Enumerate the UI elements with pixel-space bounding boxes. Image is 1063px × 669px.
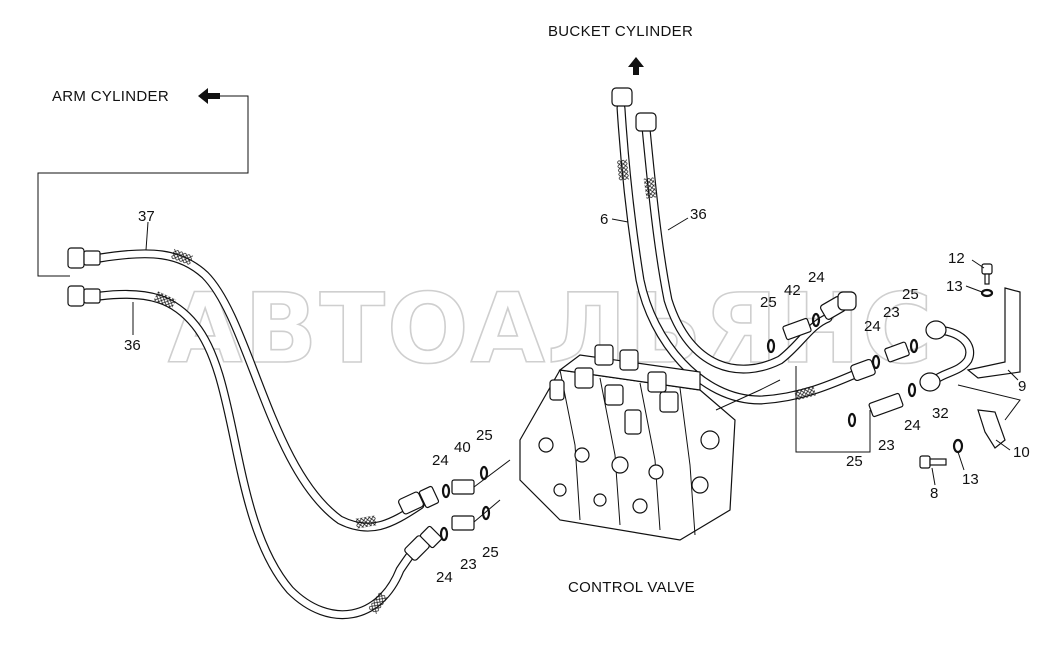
- leader-left-upper: [473, 459, 511, 488]
- arm-leader-line: [37, 95, 249, 277]
- hose-end-36-right: [819, 291, 857, 320]
- control-valve-body: [519, 344, 736, 541]
- clamp-10: [977, 409, 1006, 449]
- hose-6: [616, 103, 865, 405]
- hose-end-37-valve: [398, 485, 440, 515]
- part-label-6: 6: [600, 211, 608, 228]
- o-ring-25-left-upper: [479, 465, 489, 481]
- leader-right-box: [795, 366, 871, 453]
- part-label-9: 9: [1018, 378, 1026, 395]
- arm-cylinder-title: ARM CYLINDER: [52, 88, 169, 105]
- washer-13-upper: [980, 288, 994, 298]
- leader-left-lower: [473, 499, 501, 523]
- adapter-40: [451, 479, 475, 495]
- part-label-23-left: 23: [460, 556, 477, 573]
- part-label-24-mid: 24: [864, 318, 881, 335]
- part-label-23-lower: 23: [878, 437, 895, 454]
- bolt-8: [919, 455, 947, 469]
- o-ring-25-left-lower: [481, 505, 491, 521]
- leader-valve-upper: [715, 379, 781, 411]
- watermark-text: АВТОАЛЬЯНС: [168, 273, 934, 385]
- adapter-23-right-lower: [868, 392, 904, 418]
- bolt-12: [981, 263, 993, 285]
- part-label-13-lower: 13: [962, 471, 979, 488]
- label-leaders: [132, 217, 1019, 486]
- part-label-42: 42: [784, 282, 801, 299]
- o-ring-24-right-mid: [871, 354, 881, 370]
- part-label-25-upper: 25: [760, 294, 777, 311]
- control-valve-title: CONTROL VALVE: [568, 579, 695, 596]
- o-ring-25-right-upper: [766, 338, 776, 354]
- bucket-cylinder-title: BUCKET CYLINDER: [548, 23, 693, 40]
- o-ring-24-left-upper: [441, 483, 451, 499]
- part-label-8: 8: [930, 485, 938, 502]
- part-label-37: 37: [138, 208, 155, 225]
- part-label-25-left-upper: 25: [476, 427, 493, 444]
- adapter-23-right-upper: [884, 341, 910, 363]
- hose-36-bucket: [641, 123, 833, 374]
- o-ring-24-right-upper: [811, 312, 821, 328]
- leader-bracket-line: [957, 384, 1021, 421]
- part-label-36-left: 36: [124, 337, 141, 354]
- hose-fitting-37: [67, 247, 101, 269]
- o-ring-24-left-lower: [439, 526, 449, 542]
- part-label-13-upper: 13: [946, 278, 963, 295]
- arrow-up-icon: [628, 57, 644, 75]
- part-label-12: 12: [948, 250, 965, 267]
- part-label-10: 10: [1013, 444, 1030, 461]
- hose-fitting-36-top: [635, 112, 657, 132]
- bracket-9: [966, 287, 1021, 379]
- part-label-24-lower: 24: [904, 417, 921, 434]
- hose-37: [95, 248, 425, 532]
- o-ring-25-right-lower: [847, 412, 857, 428]
- part-labels: 37 36 6 36 12 13 25 42 24 25 24 23 9 32 …: [124, 206, 1030, 586]
- part-label-23-upper: 23: [883, 304, 900, 321]
- adapter-42: [782, 317, 812, 341]
- part-label-25-mid: 25: [902, 286, 919, 303]
- hose-fitting-6-top: [611, 87, 633, 107]
- washer-13-lower: [952, 438, 964, 454]
- arrow-left-icon: [198, 88, 220, 104]
- part-label-24-upper: 24: [808, 269, 825, 286]
- part-label-32: 32: [932, 405, 949, 422]
- part-label-24-left-upper: 24: [432, 452, 449, 469]
- adapter-23-left: [451, 515, 475, 531]
- part-label-25-left-lower: 25: [482, 544, 499, 561]
- hose-fitting-36-left: [67, 285, 101, 307]
- part-label-25-lower: 25: [846, 453, 863, 470]
- part-label-40: 40: [454, 439, 471, 456]
- elbow-tube-32: [919, 320, 975, 392]
- part-label-24-left-lower: 24: [436, 569, 453, 586]
- o-ring-25-right-mid: [909, 338, 919, 354]
- hose-end-36-valve: [404, 525, 443, 561]
- part-label-36-bucket: 36: [690, 206, 707, 223]
- o-ring-24-right-lower: [907, 382, 917, 398]
- hose-36-left: [95, 289, 430, 620]
